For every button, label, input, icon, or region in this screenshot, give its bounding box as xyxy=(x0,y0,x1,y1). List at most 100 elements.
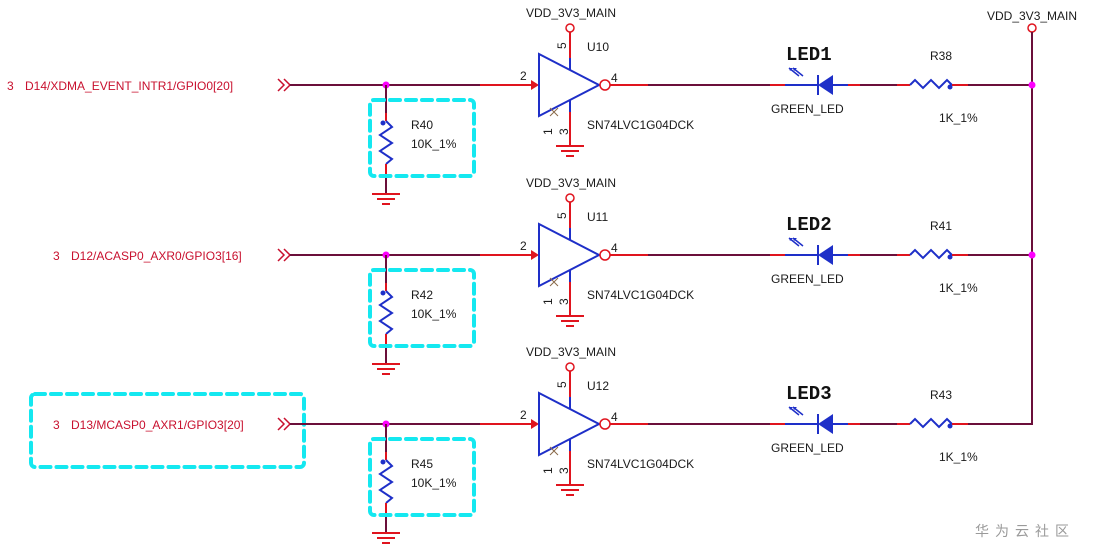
pin-in-number: 2 xyxy=(520,69,527,83)
port-sheet-number: 3 xyxy=(53,249,60,263)
resistor-value: 1K_1% xyxy=(939,281,978,295)
pin-out-number: 4 xyxy=(611,241,618,255)
offpage-port-icon xyxy=(277,248,292,262)
inverter-bubble xyxy=(599,418,611,430)
led-type: GREEN_LED xyxy=(771,102,844,116)
pulldown-value: 10K_1% xyxy=(411,307,457,321)
resistor-icon[interactable] xyxy=(909,417,953,429)
ground-icon xyxy=(556,484,584,496)
pin1-dot xyxy=(947,423,953,429)
pin-nc-number: 1 xyxy=(541,467,555,474)
emission-arrowheads xyxy=(789,68,797,71)
led-ref: LED2 xyxy=(786,214,832,236)
highlight-box-pulldown xyxy=(368,437,476,517)
pin-gnd-number: 3 xyxy=(557,467,571,474)
pin1-dot xyxy=(380,290,386,296)
emission-arrowheads xyxy=(789,238,797,241)
pin-nc-number: 1 xyxy=(541,128,555,135)
resistor-value: 1K_1% xyxy=(939,450,978,464)
buffer-ref: U10 xyxy=(587,40,609,54)
resistor-value: 1K_1% xyxy=(939,111,978,125)
led-type: GREEN_LED xyxy=(771,441,844,455)
pin-vcc-number: 5 xyxy=(555,381,569,388)
led-type: GREEN_LED xyxy=(771,272,844,286)
input-arrow-icon xyxy=(531,250,539,260)
no-connect-icon xyxy=(549,446,559,456)
resistor-ref: R38 xyxy=(930,49,952,63)
junction-dot xyxy=(1028,81,1036,89)
junction-dot xyxy=(1028,251,1036,259)
pulldown-resistor-icon xyxy=(378,459,394,504)
led-ref: LED3 xyxy=(786,383,832,405)
pulldown-ref: R40 xyxy=(411,118,433,132)
buffer-power-label: VDD_3V3_MAIN xyxy=(526,6,616,20)
pin-gnd-number: 3 xyxy=(557,298,571,305)
port-net-label[interactable]: D14/XDMA_EVENT_INTR1/GPIO0[20] xyxy=(25,79,233,93)
port-net-label[interactable]: D12/ACASP0_AXR0/GPIO3[16] xyxy=(71,249,242,263)
led-diode-icon[interactable] xyxy=(818,245,833,265)
pulldown-resistor-icon xyxy=(378,120,394,165)
led-diode-icon[interactable] xyxy=(818,414,833,434)
inverter-bubble xyxy=(599,79,611,91)
pin1-dot xyxy=(380,459,386,465)
highlight-box-pulldown xyxy=(368,98,476,178)
pin-gnd-number: 3 xyxy=(557,128,571,135)
pulldown-value: 10K_1% xyxy=(411,137,457,151)
rail-power-label: VDD_3V3_MAIN xyxy=(987,9,1077,23)
buffer-part: SN74LVC1G04DCK xyxy=(587,457,694,471)
pulldown-resistor-icon xyxy=(378,290,394,335)
ground-icon xyxy=(556,145,584,157)
power-port-icon xyxy=(565,23,575,33)
highlight-box-pulldown xyxy=(368,268,476,348)
port-net-label[interactable]: D13/MCASP0_AXR1/GPIO3[20] xyxy=(71,418,244,432)
input-arrow-icon xyxy=(531,419,539,429)
watermark: 华为云社区 xyxy=(975,524,1075,540)
pin1-dot xyxy=(947,84,953,90)
buffer-ref: U12 xyxy=(587,379,609,393)
pulldown-ref: R42 xyxy=(411,288,433,302)
pulldown-ref: R45 xyxy=(411,457,433,471)
ground-icon xyxy=(556,315,584,327)
port-sheet-number: 3 xyxy=(7,79,14,93)
buffer-part: SN74LVC1G04DCK xyxy=(587,118,694,132)
buffer-power-label: VDD_3V3_MAIN xyxy=(526,345,616,359)
led-diode-icon[interactable] xyxy=(818,75,833,95)
led-ref: LED1 xyxy=(786,44,832,66)
resistor-ref: R43 xyxy=(930,388,952,402)
power-port-icon xyxy=(565,193,575,203)
pin-in-number: 2 xyxy=(520,239,527,253)
pin-vcc-number: 5 xyxy=(555,42,569,49)
pin1-dot xyxy=(947,254,953,260)
resistor-ref: R41 xyxy=(930,219,952,233)
port-sheet-number: 3 xyxy=(53,418,60,432)
buffer-power-label: VDD_3V3_MAIN xyxy=(526,176,616,190)
no-connect-icon xyxy=(549,107,559,117)
emission-arrowheads xyxy=(789,407,797,410)
input-arrow-icon xyxy=(531,80,539,90)
pulldown-value: 10K_1% xyxy=(411,476,457,490)
pin-out-number: 4 xyxy=(611,71,618,85)
pin1-dot xyxy=(380,120,386,126)
highlight-box-port xyxy=(29,392,306,469)
ground-icon xyxy=(372,532,400,544)
power-port-icon xyxy=(1027,23,1037,33)
offpage-port-icon xyxy=(277,417,292,431)
power-rail: VDD_3V3_MAIN xyxy=(987,9,1077,425)
pin-in-number: 2 xyxy=(520,408,527,422)
inverter-bubble xyxy=(599,249,611,261)
offpage-port-icon xyxy=(277,78,292,92)
pin-nc-number: 1 xyxy=(541,298,555,305)
no-connect-icon xyxy=(549,277,559,287)
ground-icon xyxy=(372,193,400,205)
power-port-icon xyxy=(565,362,575,372)
resistor-icon[interactable] xyxy=(909,78,953,90)
ground-icon xyxy=(372,363,400,375)
buffer-ref: U11 xyxy=(587,210,608,224)
resistor-icon[interactable] xyxy=(909,248,953,260)
pin-out-number: 4 xyxy=(611,410,618,424)
pin-vcc-number: 5 xyxy=(555,212,569,219)
